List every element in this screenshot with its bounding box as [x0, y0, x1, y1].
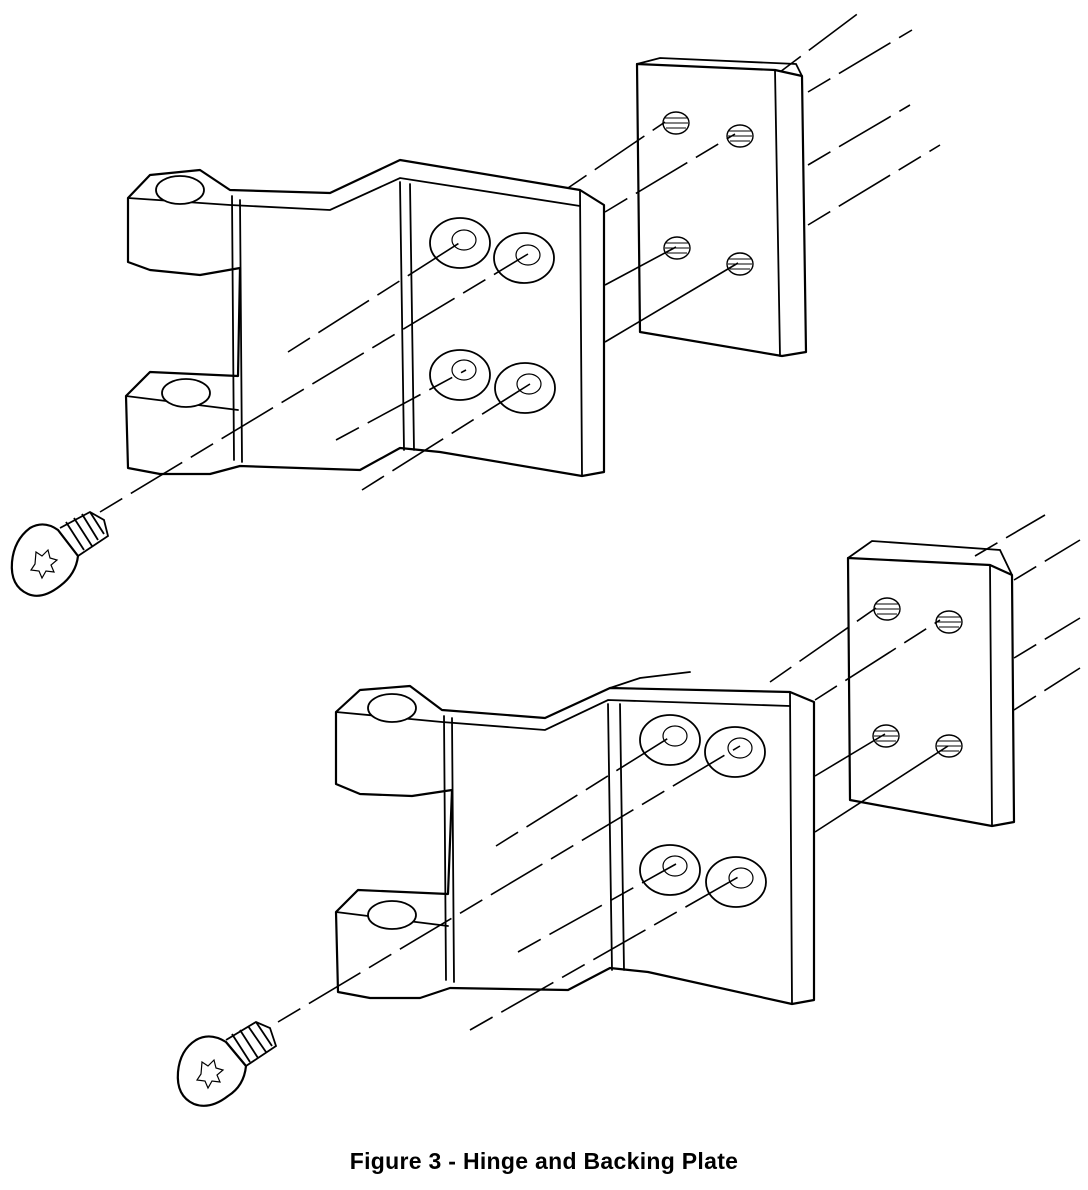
- top-alignment-lines: [564, 121, 739, 343]
- bottom-hinge-countersunk-hole: [704, 726, 766, 778]
- top-hinge-countersunk-hole: [429, 217, 491, 269]
- top-hinge-pin-hole: [161, 378, 211, 408]
- bottom-plate-tapped-hole: [935, 734, 963, 758]
- top-hinge-countersunk-hole: [493, 232, 555, 284]
- top-hinge-pin-hole: [155, 175, 205, 205]
- top-plate-extension-lines: [779, 11, 941, 226]
- torx-drive-icon: [195, 1058, 225, 1090]
- top-plate-tapped-hole: [662, 111, 690, 135]
- bottom-alignment-lines: [769, 607, 949, 833]
- bottom-assembly: [176, 514, 1081, 1107]
- bottom-plate-tapped-hole: [873, 597, 901, 621]
- bottom-hinge-pin-hole: [367, 900, 417, 930]
- top-hinge-countersunk-hole: [429, 349, 491, 401]
- top-hinge: [124, 158, 606, 478]
- top-screw-axis-lines: [99, 239, 531, 513]
- top-plate-tapped-hole: [726, 252, 754, 276]
- torx-drive-icon: [29, 548, 59, 580]
- bottom-hinge: [334, 671, 816, 1006]
- top-torx-screw: [10, 510, 110, 597]
- bottom-plate-tapped-hole: [872, 724, 900, 748]
- top-plate-tapped-hole: [663, 236, 691, 260]
- bottom-hinge-countersunk-hole: [705, 856, 767, 908]
- top-assembly: [10, 11, 941, 597]
- bottom-hinge-countersunk-hole: [639, 714, 701, 766]
- bottom-hinge-pin-hole: [367, 693, 417, 723]
- bottom-screw-axis-lines: [277, 733, 741, 1031]
- bottom-plate-tapped-hole: [935, 610, 963, 634]
- bottom-torx-screw: [176, 1020, 278, 1107]
- bottom-backing-plate: [846, 540, 1016, 828]
- figure-caption: Figure 3 - Hinge and Backing Plate: [349, 1148, 739, 1174]
- top-backing-plate: [635, 57, 808, 358]
- bottom-hinge-countersunk-hole: [639, 844, 701, 896]
